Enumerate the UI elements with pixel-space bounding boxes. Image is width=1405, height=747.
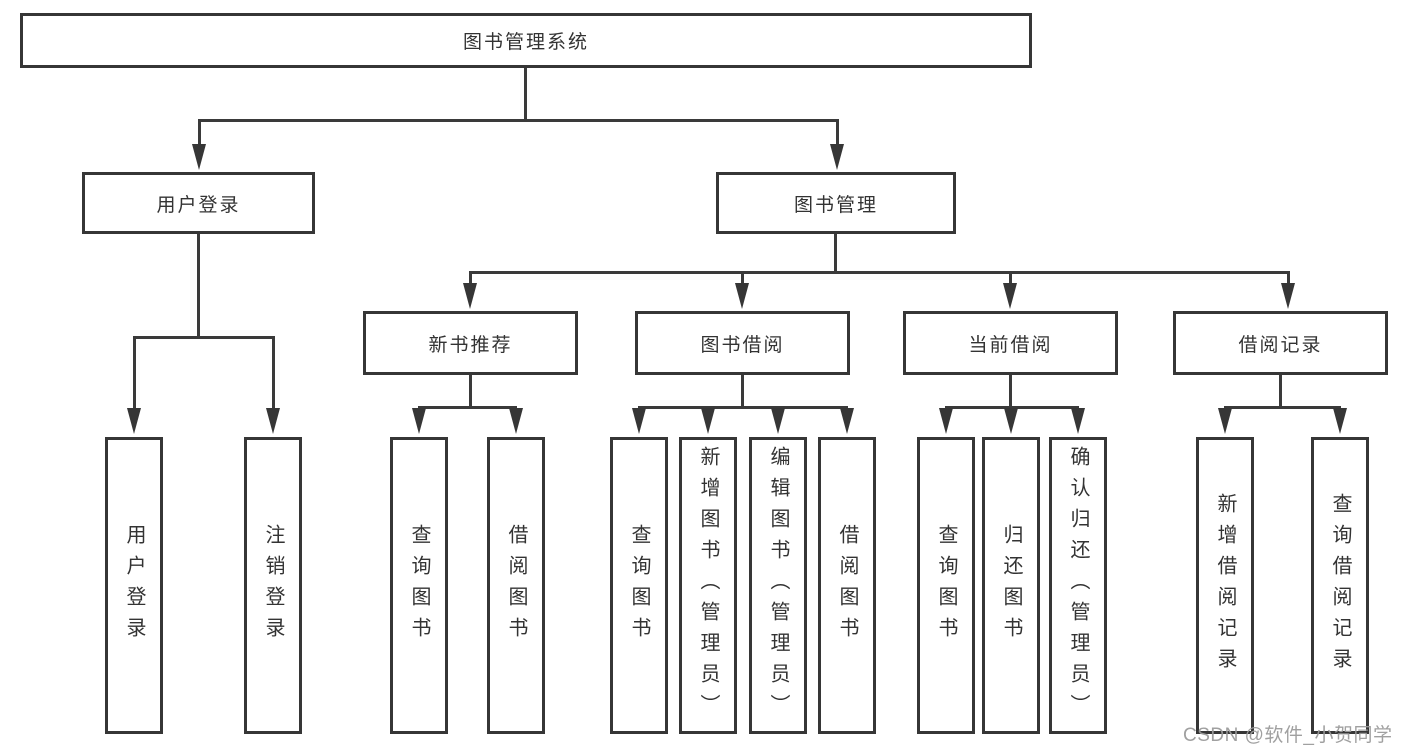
connector-user-login-drop-right	[272, 336, 275, 410]
connector-root-drop-left	[198, 119, 201, 149]
connector-book-mgmt-stem	[834, 234, 837, 273]
arrowhead-to-borrow-books-2	[840, 408, 854, 434]
leaf-query-books-2: 查询图书	[610, 437, 668, 734]
connector-root-stem	[524, 68, 527, 121]
arrowhead-to-add-book	[701, 408, 715, 434]
leaf-return-books: 归还图书	[982, 437, 1040, 734]
arrowhead-to-return-books	[1004, 408, 1018, 434]
leaf-user-login: 用户登录	[105, 437, 163, 734]
connector-borrow-stem	[741, 375, 744, 408]
leaf-add-borrow-record: 新增借阅记录	[1196, 437, 1254, 734]
connector-user-login-stem	[197, 234, 200, 338]
connector-book-mgmt-drop-2	[741, 271, 744, 287]
node-borrow-records: 借阅记录	[1173, 311, 1388, 375]
connector-book-mgmt-drop-4	[1287, 271, 1290, 287]
arrowhead-to-current-borrow	[1003, 283, 1017, 309]
arrowhead-to-book-management	[830, 144, 844, 170]
leaf-add-book-admin: 新增图书（管理员）	[679, 437, 737, 734]
leaf-borrow-books-2: 借阅图书	[818, 437, 876, 734]
node-book-management: 图书管理	[716, 172, 956, 234]
connector-current-bar	[945, 406, 1079, 409]
node-current-borrow: 当前借阅	[903, 311, 1118, 375]
node-library-management-system: 图书管理系统	[20, 13, 1032, 68]
leaf-edit-book-admin: 编辑图书（管理员）	[749, 437, 807, 734]
node-user-login: 用户登录	[82, 172, 315, 234]
node-book-borrow: 图书借阅	[635, 311, 850, 375]
leaf-query-books-3: 查询图书	[917, 437, 975, 734]
connector-root-drop-right	[836, 119, 839, 149]
arrowhead-to-book-borrow	[735, 283, 749, 309]
arrowhead-to-confirm-return	[1071, 408, 1085, 434]
leaf-confirm-return-admin: 确认归还（管理员）	[1049, 437, 1107, 734]
arrowhead-to-borrow-records	[1281, 283, 1295, 309]
arrowhead-to-query-books-1	[412, 408, 426, 434]
connector-records-stem	[1279, 375, 1282, 408]
arrowhead-to-borrow-books-1	[509, 408, 523, 434]
connector-book-mgmt-bar	[469, 271, 1289, 274]
leaf-logout: 注销登录	[244, 437, 302, 734]
arrowhead-to-query-books-2	[632, 408, 646, 434]
connector-user-login-drop-left	[133, 336, 136, 410]
leaf-query-borrow-record: 查询借阅记录	[1311, 437, 1369, 734]
connector-user-login-bar	[133, 336, 274, 339]
watermark: CSDN @软件_小贺同学	[1183, 725, 1393, 746]
arrowhead-to-leaf-logout	[266, 408, 280, 434]
connector-root-bar	[198, 119, 838, 122]
connector-current-stem	[1009, 375, 1012, 408]
connector-records-bar	[1224, 406, 1341, 409]
connector-book-mgmt-drop-1	[469, 271, 472, 287]
arrowhead-to-leaf-user-login	[127, 408, 141, 434]
leaf-query-books-1: 查询图书	[390, 437, 448, 734]
connector-recommend-bar	[418, 406, 517, 409]
leaf-borrow-books-1: 借阅图书	[487, 437, 545, 734]
arrowhead-to-add-borrow-record	[1218, 408, 1232, 434]
arrowhead-to-user-login	[192, 144, 206, 170]
connector-book-mgmt-drop-3	[1009, 271, 1012, 287]
arrowhead-to-edit-book	[771, 408, 785, 434]
connector-recommend-stem	[469, 375, 472, 408]
node-new-book-recommend: 新书推荐	[363, 311, 578, 375]
connector-borrow-bar	[638, 406, 848, 409]
arrowhead-to-query-borrow-record	[1333, 408, 1347, 434]
arrowhead-to-query-books-3	[939, 408, 953, 434]
arrowhead-to-new-book-recommend	[463, 283, 477, 309]
